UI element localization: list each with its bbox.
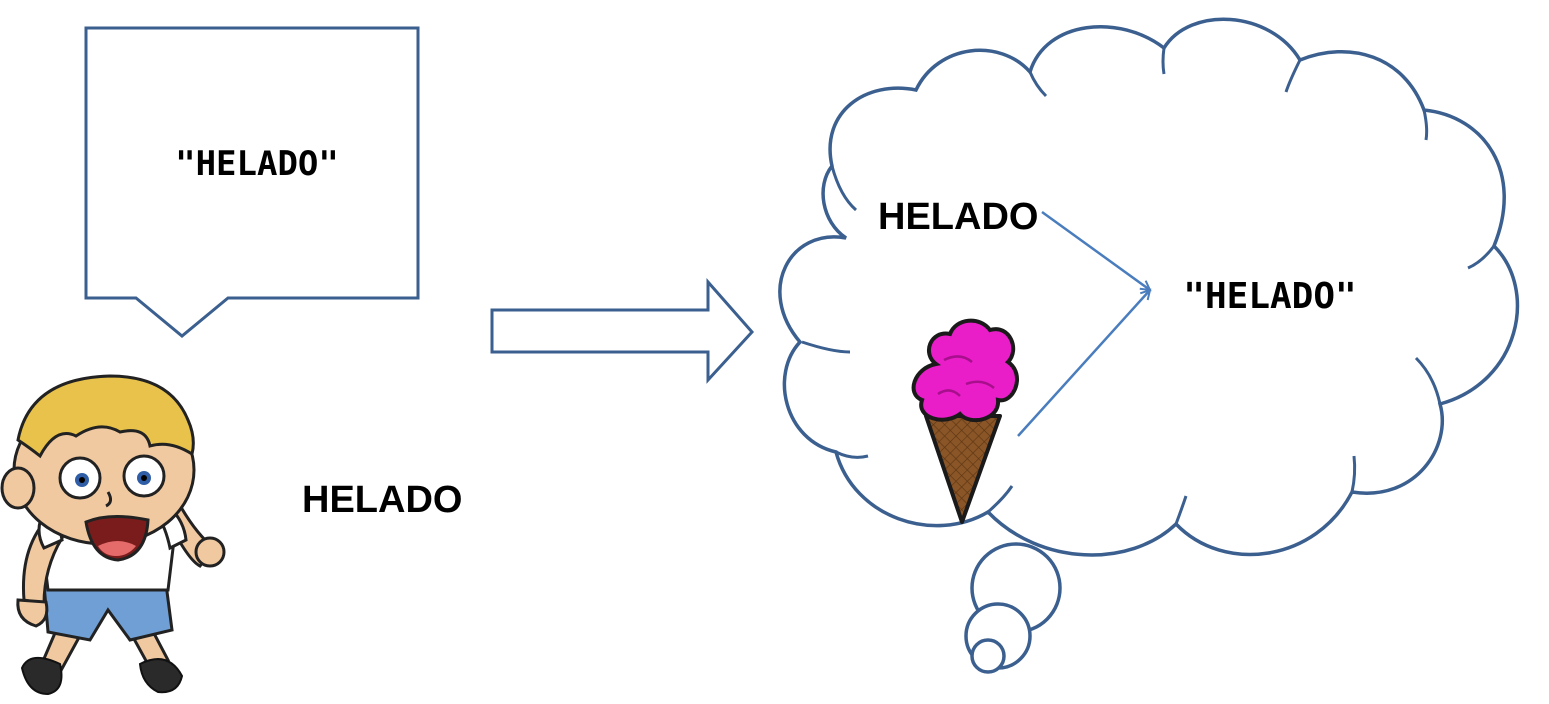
speech-bubble-text: "HELADO" — [175, 144, 339, 184]
thought-trail-bubble-small — [970, 638, 1006, 674]
cloud-word-label: HELADO — [878, 196, 1038, 238]
ice-cream-icon — [911, 318, 1019, 524]
word-to-result-connector — [1041, 210, 1150, 290]
speech-bubble: "HELADO" — [84, 26, 420, 338]
block-arrow — [490, 278, 755, 384]
boy-illustration — [0, 374, 226, 696]
boy-caption: HELADO — [302, 479, 462, 521]
image-to-result-connector — [1017, 290, 1150, 437]
thought-cloud — [778, 17, 1520, 557]
cloud-result-label: "HELADO" — [1183, 276, 1356, 317]
